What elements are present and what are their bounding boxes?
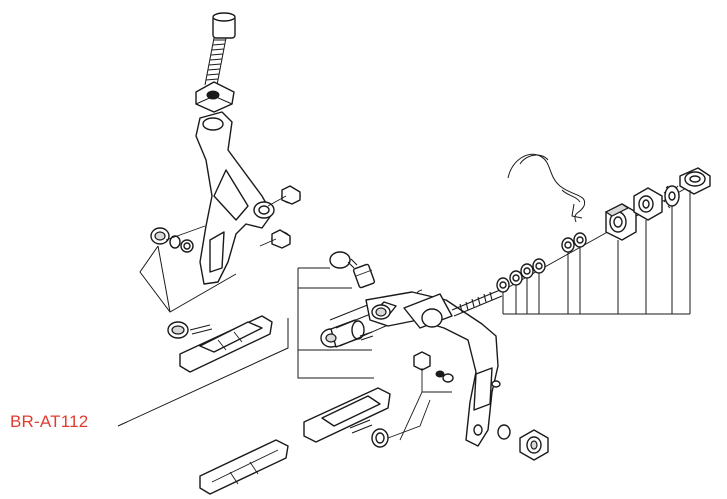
spare-brake-pad bbox=[199, 439, 289, 495]
arm-set-nut bbox=[399, 351, 454, 441]
pivot-sleeve bbox=[259, 185, 301, 249]
return-spring bbox=[507, 153, 586, 223]
part-number-label: BR-AT112 bbox=[10, 412, 89, 431]
cable-bolt bbox=[204, 12, 236, 86]
left-brake-shoe bbox=[167, 315, 273, 373]
callout-leader-line bbox=[117, 318, 289, 427]
adjuster-bolt bbox=[329, 251, 376, 289]
right-arm-assembly bbox=[199, 153, 711, 495]
spindle-washers bbox=[496, 232, 587, 293]
spindle-lock-nut bbox=[633, 187, 663, 221]
center-bracket-leader bbox=[297, 267, 374, 379]
left-shoe-leader bbox=[139, 245, 237, 313]
right-brake-arm bbox=[365, 291, 501, 447]
bottom-pivot-bolt bbox=[497, 424, 549, 461]
left-arm-assembly bbox=[139, 12, 301, 373]
cable-fixing-nut bbox=[195, 81, 235, 113]
left-pivot-washers bbox=[150, 225, 206, 253]
right-brake-shoe bbox=[303, 387, 431, 448]
spindle-serrated-washer bbox=[663, 185, 680, 209]
spindle-end-cap bbox=[679, 167, 711, 195]
spindle-hex-nut bbox=[604, 203, 637, 241]
left-brake-arm bbox=[195, 111, 275, 285]
spindle-leaders bbox=[502, 190, 691, 315]
